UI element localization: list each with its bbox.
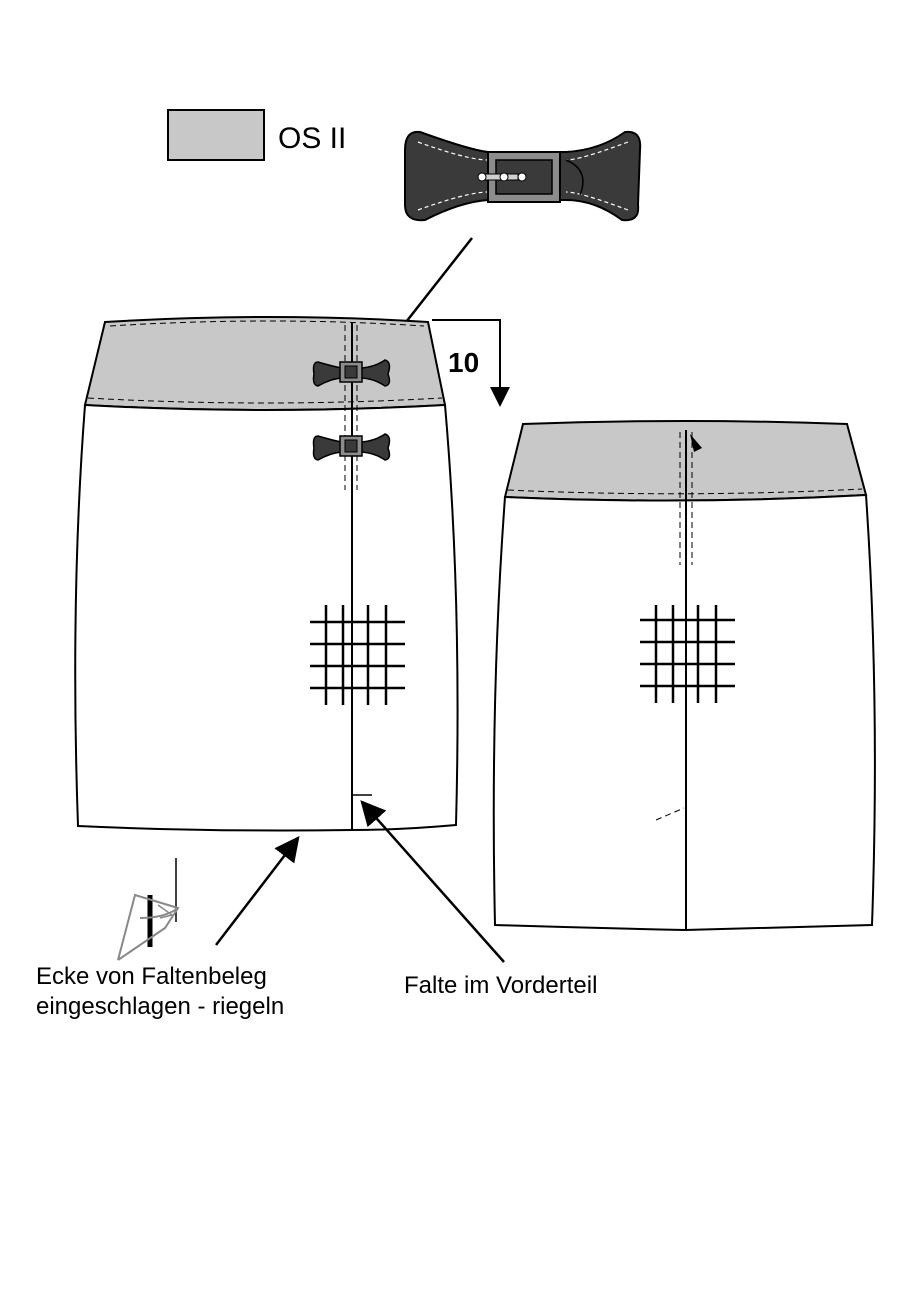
pleat-corner-icon [117,858,180,961]
annotation-corner-line1: Ecke von Faltenbeleg [36,963,267,990]
belt-buckle-icon [404,130,642,222]
annotation-corner-line2: eingeschlagen - riegeln [36,993,284,1020]
arrow-icon [215,836,300,946]
legend-swatch [167,109,265,161]
measurement-label: 10 [448,347,479,378]
back-skirt [492,420,876,932]
skirt-buckle-bottom [312,433,391,461]
legend: OS II [167,109,346,161]
measurement-10: 10 [432,319,510,407]
arrow-icon [360,800,505,963]
legend-label: OS II [278,122,346,155]
front-skirt [74,316,459,832]
skirt-buckle-top [312,359,391,387]
annotation-pleat: Falte im Vorderteil [404,972,597,999]
